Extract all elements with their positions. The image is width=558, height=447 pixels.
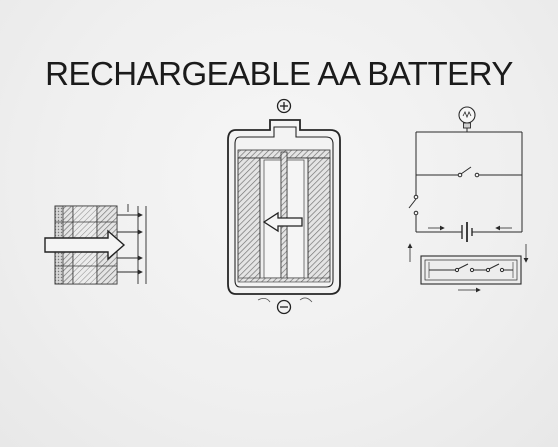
arrow-right-icon (44, 229, 126, 261)
battery-cell (227, 98, 341, 315)
cross-section-detail (44, 204, 147, 285)
light-bulb-icon (458, 106, 476, 132)
charging-circuit (407, 106, 529, 293)
minus-circle-icon (276, 299, 292, 315)
plus-circle-icon (276, 98, 292, 114)
page-title: RECHARGEABLE AA BATTERY (45, 55, 513, 92)
